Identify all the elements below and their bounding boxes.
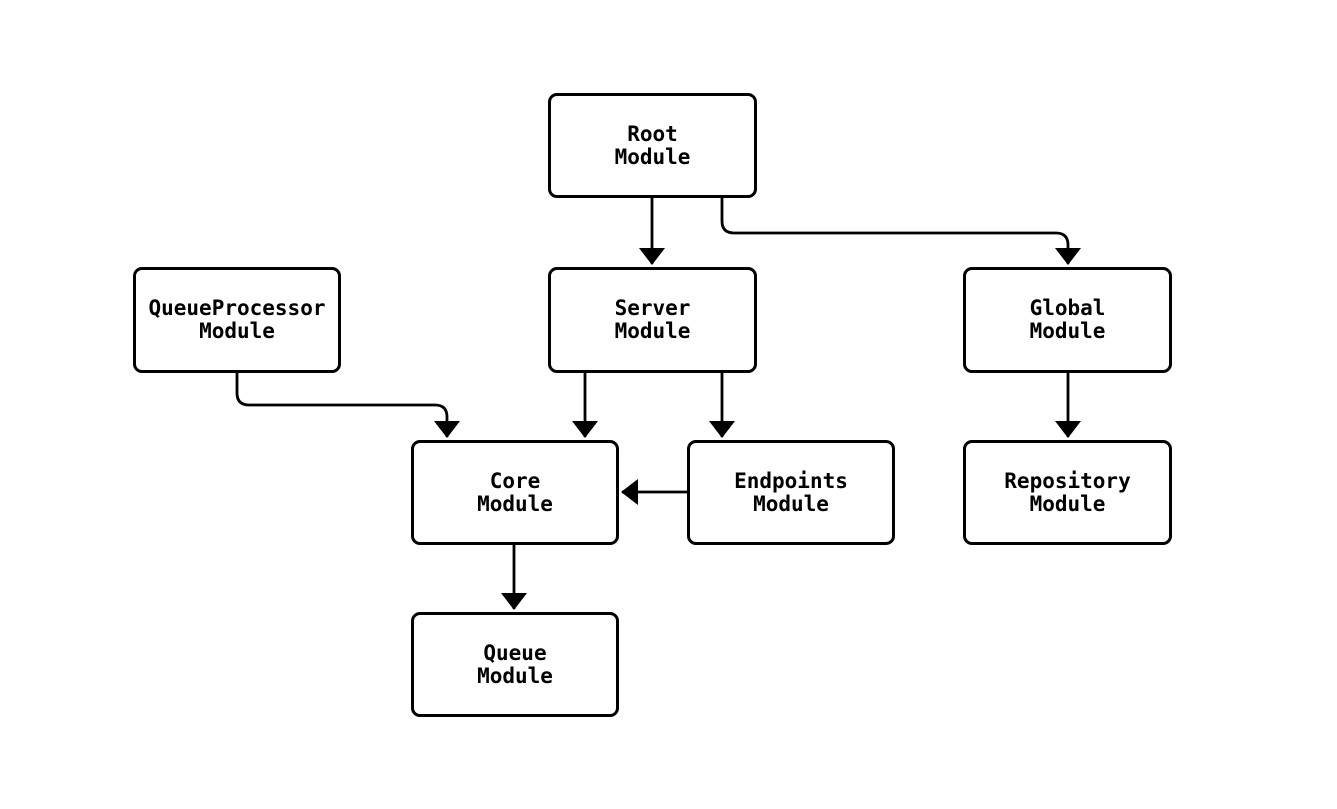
node-queue-module-label: Queue Module	[477, 640, 553, 688]
node-global-module-label: Global Module	[1029, 296, 1106, 343]
node-core-module-label: Core Module	[477, 468, 553, 516]
node-root-module-label: Root Module	[614, 121, 691, 169]
node-endpoints-module-label: Endpoints Module	[734, 468, 848, 516]
node-queueprocessor-module: QueueProcessor Module	[133, 267, 341, 373]
node-core-module: Core Module	[411, 440, 619, 545]
node-root-module: Root Module	[548, 93, 757, 198]
node-queue-module: Queue Module	[411, 612, 619, 717]
node-endpoints-module: Endpoints Module	[687, 440, 895, 545]
node-queueprocessor-module-label: QueueProcessor Module	[148, 296, 326, 343]
edge-root-to-global-arrow	[720, 198, 1081, 265]
node-server-module-label: Server Module	[614, 296, 691, 343]
node-server-module: Server Module	[548, 267, 757, 373]
node-global-module: Global Module	[963, 267, 1172, 373]
node-repository-module: Repository Module	[963, 440, 1172, 545]
edge-queueprocessor-to-core-arrow	[235, 373, 460, 438]
node-repository-module-label: Repository Module	[1004, 468, 1131, 516]
